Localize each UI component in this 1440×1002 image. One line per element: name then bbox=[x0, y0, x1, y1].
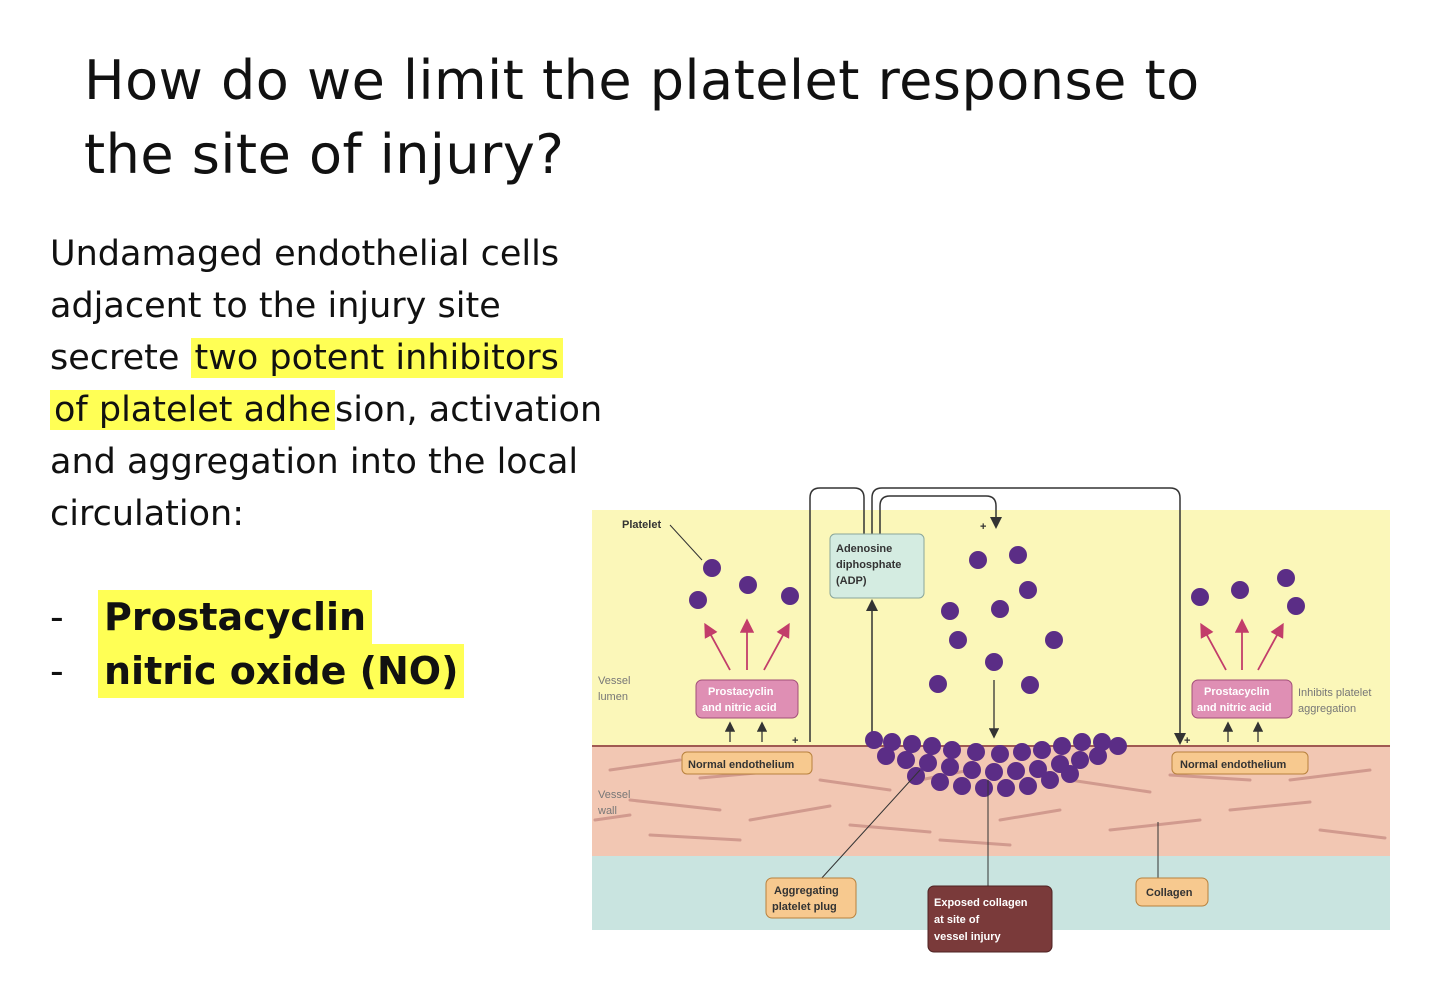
plus-sign-right: + bbox=[1184, 735, 1190, 747]
inhibitor-list: - Prostacyclin - nitric oxide (NO) bbox=[50, 590, 610, 698]
platelet-plug bbox=[865, 731, 1127, 797]
slide-title: How do we limit the platelet response to… bbox=[84, 44, 1324, 192]
body-paragraph: Undamaged endothelial cells adjacent to … bbox=[50, 228, 690, 540]
body-line-3-pre: secrete bbox=[50, 338, 191, 378]
list-item: - nitric oxide (NO) bbox=[50, 644, 610, 698]
title-line-1: How do we limit the platelet response to bbox=[84, 49, 1200, 112]
plug-pointer bbox=[819, 769, 921, 881]
plug-box bbox=[765, 877, 857, 919]
label-inhibits-2: aggregation bbox=[1298, 703, 1356, 715]
prostacyclin-left-label-2: and nitric acid bbox=[702, 702, 777, 714]
up-arrows-left bbox=[724, 721, 768, 742]
list-item: - Prostacyclin bbox=[50, 590, 610, 644]
feedback-arrows bbox=[809, 487, 1186, 745]
body-line-2: adjacent to the injury site bbox=[50, 286, 501, 326]
prostacyclin-left-label-1: Prostacyclin bbox=[708, 686, 774, 698]
plug-label-2: platelet plug bbox=[772, 901, 837, 913]
plus-sign-top: + bbox=[980, 521, 986, 533]
label-platelet: Platelet bbox=[622, 519, 661, 531]
body-line-4-post: sion, activation bbox=[335, 390, 603, 430]
up-arrows-right bbox=[1222, 721, 1264, 742]
list-dash: - bbox=[50, 595, 64, 639]
adp-label-1: Adenosine bbox=[836, 543, 892, 555]
platelet-diagram: + Platelet Adenosine diphosphate (ADP) V… bbox=[592, 487, 1390, 953]
body-line-5: and aggregation into the local bbox=[50, 442, 579, 482]
label-endothelium-left: Normal endothelium bbox=[688, 759, 795, 771]
endothelium-box-left bbox=[681, 751, 813, 775]
prostacyclin-box-right bbox=[1191, 679, 1293, 719]
list-item-nitric-oxide: nitric oxide (NO) bbox=[98, 644, 465, 698]
adp-label-3: (ADP) bbox=[836, 575, 867, 587]
highlight-inhibitors: two potent inhibitors bbox=[190, 338, 563, 378]
label-inhibits-1: Inhibits platelet bbox=[1298, 687, 1371, 699]
list-item-prostacyclin: Prostacyclin bbox=[98, 590, 373, 644]
adp-box bbox=[829, 533, 925, 599]
title-line-2: the site of injury? bbox=[84, 123, 565, 186]
prostacyclin-right-label-1: Prostacyclin bbox=[1204, 686, 1270, 698]
plug-label-1: Aggregating bbox=[774, 885, 839, 897]
label-collagen: Collagen bbox=[1146, 887, 1193, 899]
label-vessel-lumen-2: lumen bbox=[598, 691, 628, 703]
exposed-collagen-label-2: at site of bbox=[934, 914, 980, 926]
exposed-collagen-box bbox=[927, 885, 1053, 953]
body-line-3: secrete two potent inhibitors bbox=[50, 332, 690, 384]
body-line-6: circulation: bbox=[50, 494, 245, 534]
label-endothelium-right: Normal endothelium bbox=[1180, 759, 1287, 771]
platelet-pointer bbox=[669, 524, 703, 561]
label-vessel-wall-2: wall bbox=[597, 805, 617, 817]
pink-arrows-left bbox=[704, 618, 790, 671]
body-line-1: Undamaged endothelial cells bbox=[50, 234, 560, 274]
exposed-collagen-label-1: Exposed collagen bbox=[934, 897, 1028, 909]
collagen-fibres bbox=[593, 758, 1387, 847]
adp-label-2: diphosphate bbox=[836, 559, 901, 571]
prostacyclin-right-label-2: and nitric acid bbox=[1197, 702, 1272, 714]
label-vessel-lumen-1: Vessel bbox=[598, 675, 630, 687]
endothelium-box-right bbox=[1171, 751, 1309, 775]
plus-sign-left: + bbox=[792, 735, 798, 747]
list-dash: - bbox=[50, 649, 64, 693]
pink-arrows-right bbox=[1200, 618, 1284, 671]
free-platelets bbox=[689, 546, 1305, 694]
prostacyclin-box-left bbox=[695, 679, 799, 719]
exposed-collagen-label-3: vessel injury bbox=[934, 931, 1002, 943]
collagen-box bbox=[1135, 877, 1209, 907]
label-vessel-wall-1: Vessel bbox=[598, 789, 630, 801]
highlight-adhesion: of platelet adhe bbox=[50, 390, 335, 430]
